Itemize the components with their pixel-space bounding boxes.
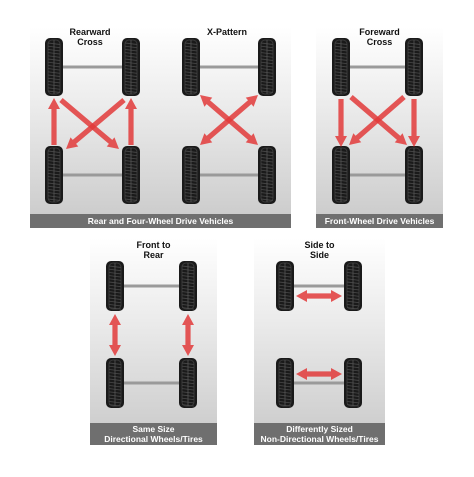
front-to-rear-band: Same Size Directional Wheels/Tires xyxy=(90,423,217,445)
tire-icon xyxy=(276,358,294,408)
rotation-arrow xyxy=(296,290,319,302)
x-pattern-title: X-Pattern xyxy=(206,27,247,37)
tire-icon xyxy=(258,146,276,204)
rotation-arrow xyxy=(200,118,231,145)
rotation-arrow xyxy=(319,368,342,380)
panel-front-wheel: Foreward Cross Front-Wheel Drive Vehicle… xyxy=(316,27,443,228)
tire-icon xyxy=(344,358,362,408)
rotation-arrow xyxy=(335,99,347,147)
rotation-arrow xyxy=(48,98,60,145)
front-to-rear-title: Front to Rear xyxy=(136,240,171,260)
tire-icon xyxy=(332,38,350,96)
tire-icon xyxy=(405,38,423,96)
panel-side-to-side: Side to Side Differently Sized Non-Direc… xyxy=(254,238,385,445)
tire-icon xyxy=(276,261,294,311)
tire-icon xyxy=(258,38,276,96)
front-wheel-band: Front-Wheel Drive Vehicles xyxy=(316,214,443,228)
side-to-side-diagram xyxy=(276,261,362,408)
front-wheel-diagram xyxy=(332,38,423,204)
tire-icon xyxy=(106,358,124,408)
rotation-arrow xyxy=(200,95,231,122)
tire-icon xyxy=(179,358,197,408)
side-to-side-band-line1: Differently Sized xyxy=(286,424,353,434)
tire-icon xyxy=(179,261,197,311)
rotation-arrow xyxy=(227,118,258,145)
front-to-rear-band-line2: Directional Wheels/Tires xyxy=(104,434,203,444)
rotation-arrow xyxy=(349,95,407,145)
rotation-arrow xyxy=(182,314,194,335)
side-to-side-band: Differently Sized Non-Directional Wheels… xyxy=(254,423,385,445)
rotation-arrow xyxy=(109,314,121,335)
front-to-rear-band-line1: Same Size xyxy=(132,424,175,434)
tire-icon xyxy=(182,146,200,204)
tire-icon xyxy=(405,146,423,204)
tire-icon xyxy=(45,38,63,96)
foreward-cross-title: Foreward Cross xyxy=(359,27,400,47)
rotation-arrow xyxy=(408,99,420,147)
tire-icon xyxy=(182,38,200,96)
rotation-arrow xyxy=(59,98,119,149)
tire-icon xyxy=(106,261,124,311)
side-to-side-title: Side to Side xyxy=(304,240,335,260)
rotation-arrow xyxy=(319,290,342,302)
rotation-arrow xyxy=(182,335,194,356)
tire-icon xyxy=(122,38,140,96)
panel-front-to-rear: Front to Rear Same Size Directional Whee… xyxy=(90,238,217,445)
tire-icon xyxy=(332,146,350,204)
rear-four-wheel-diagram xyxy=(45,38,276,204)
tire-icon xyxy=(344,261,362,311)
rotation-arrow xyxy=(125,98,137,145)
rotation-arrow xyxy=(66,98,126,149)
rear-four-wheel-band: Rear and Four-Wheel Drive Vehicles xyxy=(30,214,291,228)
rearward-cross-title: Rearward Cross xyxy=(69,27,111,47)
panel-rear-four-wheel: Rearward Cross X-Pattern Rear and Four-W… xyxy=(30,27,291,228)
tire-icon xyxy=(122,146,140,204)
tire-icon xyxy=(45,146,63,204)
rotation-arrow xyxy=(109,335,121,356)
front-to-rear-diagram xyxy=(106,261,197,408)
rotation-arrow xyxy=(296,368,319,380)
rotation-arrow xyxy=(227,95,258,122)
side-to-side-band-line2: Non-Directional Wheels/Tires xyxy=(260,434,379,444)
